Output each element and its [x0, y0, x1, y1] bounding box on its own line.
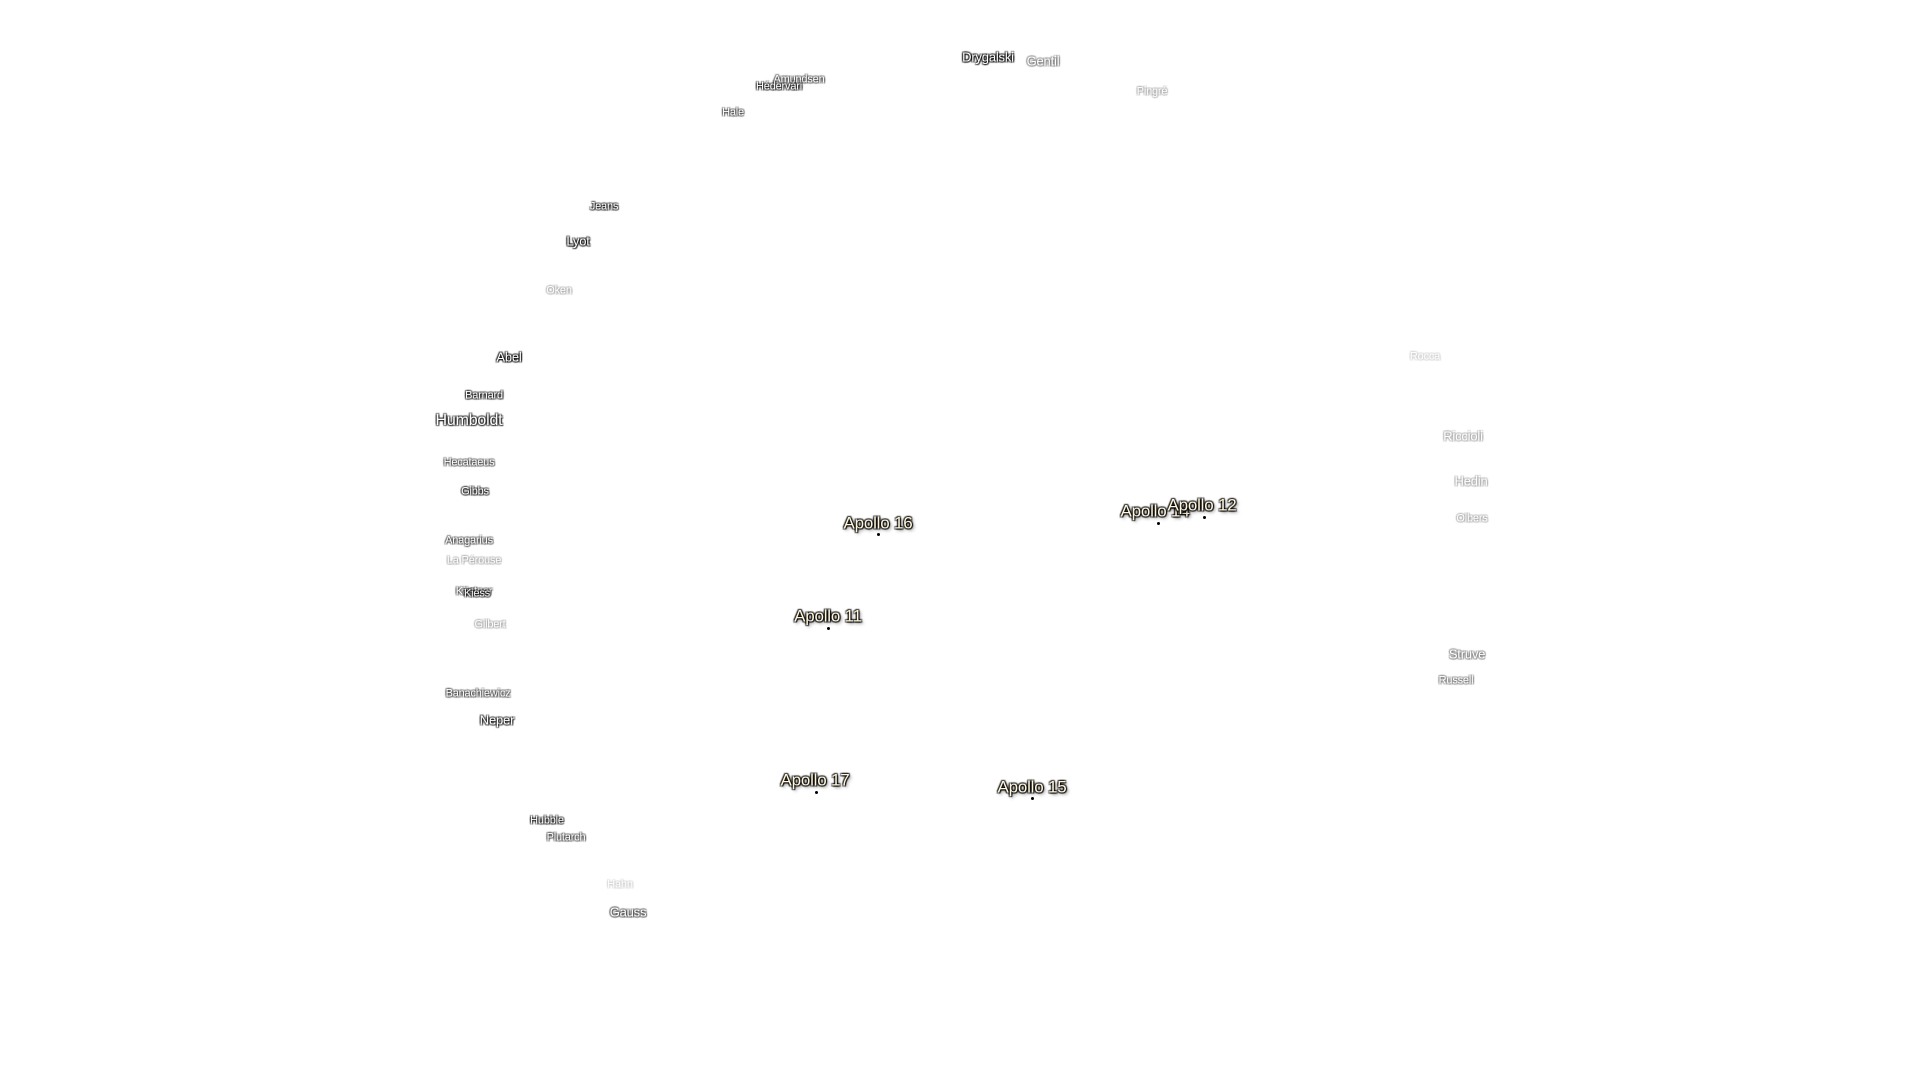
apollo-15-label[interactable]: Apollo 15	[997, 777, 1067, 797]
crater-label-humboldt: Humboldt	[435, 412, 503, 429]
crater-label-oken: Oken	[546, 284, 572, 297]
apollo-16-label[interactable]: Apollo 16	[843, 513, 913, 533]
crater-label-hahn: Hahn	[607, 878, 633, 891]
crater-label-gibbs: Gibbs	[461, 485, 489, 498]
crater-label-struve: Struve	[1448, 646, 1486, 662]
apollo-14-site-marker[interactable]	[1157, 522, 1160, 525]
crater-label-gilbert: Gilbert	[474, 618, 506, 631]
crater-label-banachiewicz: Banachiewicz	[445, 687, 511, 700]
apollo-11-site-marker[interactable]	[827, 627, 830, 630]
crater-label-gentil: Gentil	[1026, 53, 1060, 69]
crater-label-drygalski: Drygalski	[962, 49, 1014, 65]
crater-label-barnard: Barnard	[465, 389, 503, 402]
crater-label-riccioli: Riccioli	[1443, 428, 1483, 444]
apollo-15-site-marker[interactable]	[1031, 797, 1034, 800]
crater-label-anagarius: Anagarius	[445, 534, 493, 547]
apollo-14-label[interactable]: Apollo 14	[1120, 501, 1190, 521]
crater-label-pingre: Pingré	[1136, 85, 1168, 98]
crater-label-hedin: Hedin	[1454, 473, 1488, 489]
crater-label-amundsen: Amundsen	[773, 73, 825, 86]
crater-label-hedervari: Hédervári	[756, 80, 802, 93]
crater-label-rocca: Rocca	[1409, 350, 1441, 363]
crater-label-jeans: Jeans	[589, 200, 619, 213]
crater-label-olbers: Olbers	[1456, 512, 1488, 525]
apollo-17-site-marker[interactable]	[815, 791, 818, 794]
apollo-17-label[interactable]: Apollo 17	[780, 770, 850, 790]
crater-label-neper: Neper	[479, 712, 515, 728]
apollo-12-label[interactable]: Apollo 12	[1167, 495, 1237, 515]
crater-label-hubble: Hubble	[530, 814, 564, 827]
apollo-11-label[interactable]: Apollo 11	[794, 606, 862, 626]
crater-label-la-perouse: La Pérouse	[446, 554, 502, 567]
crater-label-lyot: Lyot	[566, 233, 590, 249]
crater-label-kiess: Kiess	[464, 587, 490, 600]
crater-label-plutarch: Plutarch	[546, 831, 586, 844]
apollo-12-site-marker[interactable]	[1203, 516, 1206, 519]
crater-label-hecataeus: Hecataeus	[443, 456, 495, 469]
crater-label-russell: Russell	[1438, 674, 1474, 687]
crater-label-gauss: Gauss	[609, 904, 647, 920]
apollo-16-site-marker[interactable]	[877, 533, 880, 536]
crater-label-hale: Hale	[722, 106, 744, 119]
crater-label-kastner: Kästner	[455, 585, 493, 598]
crater-label-abel: Abel	[496, 349, 522, 365]
